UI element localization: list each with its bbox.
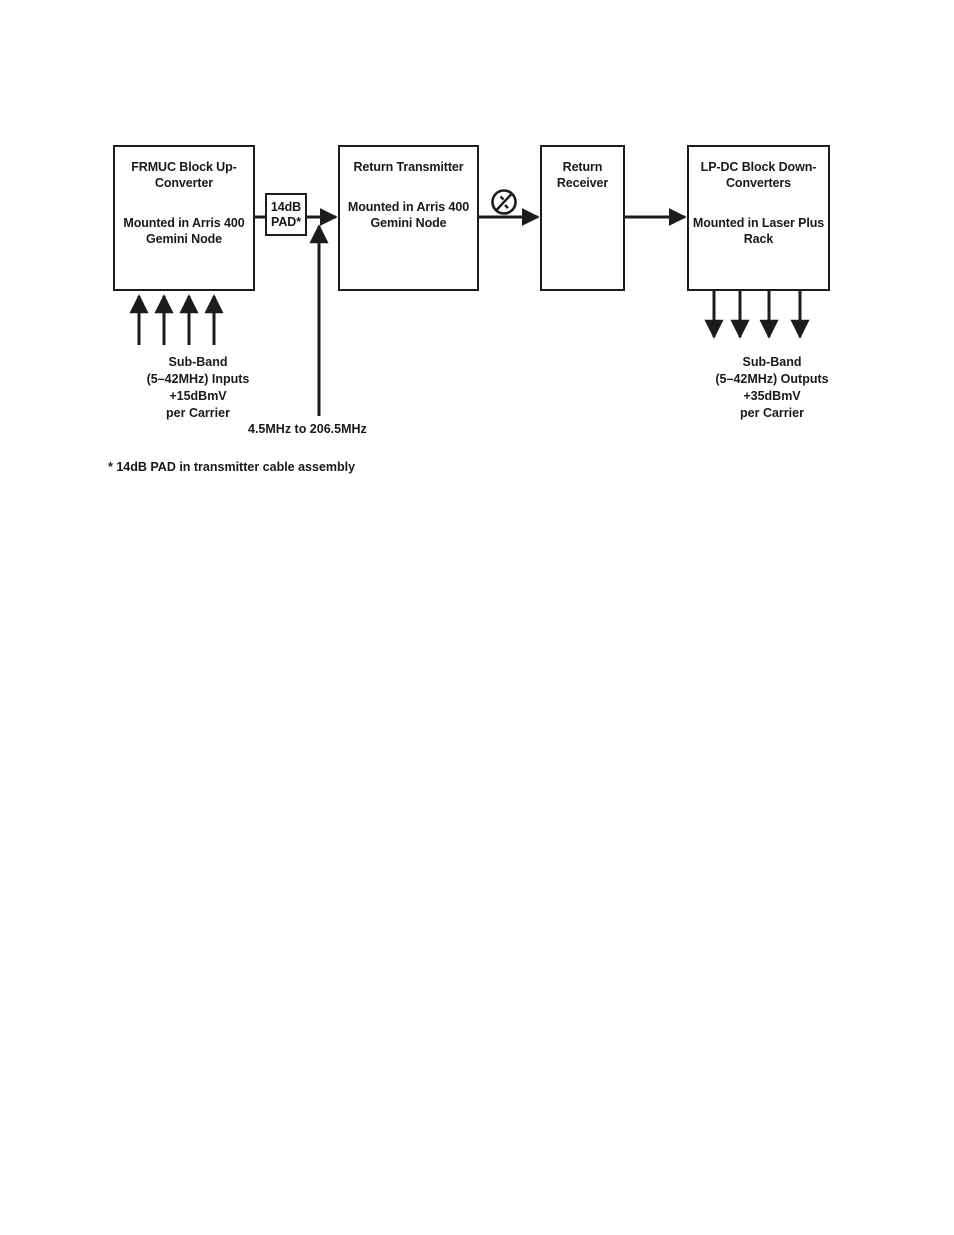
block-lp-dc-title: LP-DC Block Down-Converters — [700, 160, 817, 190]
block-pad: 14dB PAD* — [265, 193, 307, 236]
block-return-transmitter-subtitle: Mounted in Arris 400 Gemini Node — [347, 200, 470, 230]
block-return-receiver-title: Return Receiver — [556, 160, 609, 190]
block-return-transmitter: Return Transmitter Mounted in Arris 400 … — [338, 145, 479, 291]
block-pad-title: 14dB PAD* — [270, 200, 302, 229]
sub-band-input-arrows — [129, 294, 224, 345]
block-return-receiver: Return Receiver — [540, 145, 625, 291]
block-lp-dc: LP-DC Block Down-Converters Mounted in L… — [687, 145, 830, 291]
block-frmuc: FRMUC Block Up-Converter Mounted in Arri… — [113, 145, 255, 291]
block-return-transmitter-title: Return Transmitter — [353, 160, 464, 174]
optical-connector-icon — [491, 189, 517, 215]
label-frequency-range: 4.5MHz to 206.5MHz — [248, 422, 367, 436]
label-sub-band-outputs: Sub-Band (5–42MHz) Outputs +35dBmV per C… — [715, 355, 829, 420]
block-lp-dc-subtitle: Mounted in Laser Plus Rack — [692, 216, 825, 246]
label-sub-band-inputs: Sub-Band (5–42MHz) Inputs +15dBmV per Ca… — [146, 355, 250, 420]
block-frmuc-title: FRMUC Block Up-Converter — [131, 160, 237, 190]
sub-band-output-arrows — [704, 291, 810, 339]
footnote-pad: * 14dB PAD in transmitter cable assembly — [108, 460, 356, 474]
block-frmuc-subtitle: Mounted in Arris 400 Gemini Node — [123, 216, 245, 246]
